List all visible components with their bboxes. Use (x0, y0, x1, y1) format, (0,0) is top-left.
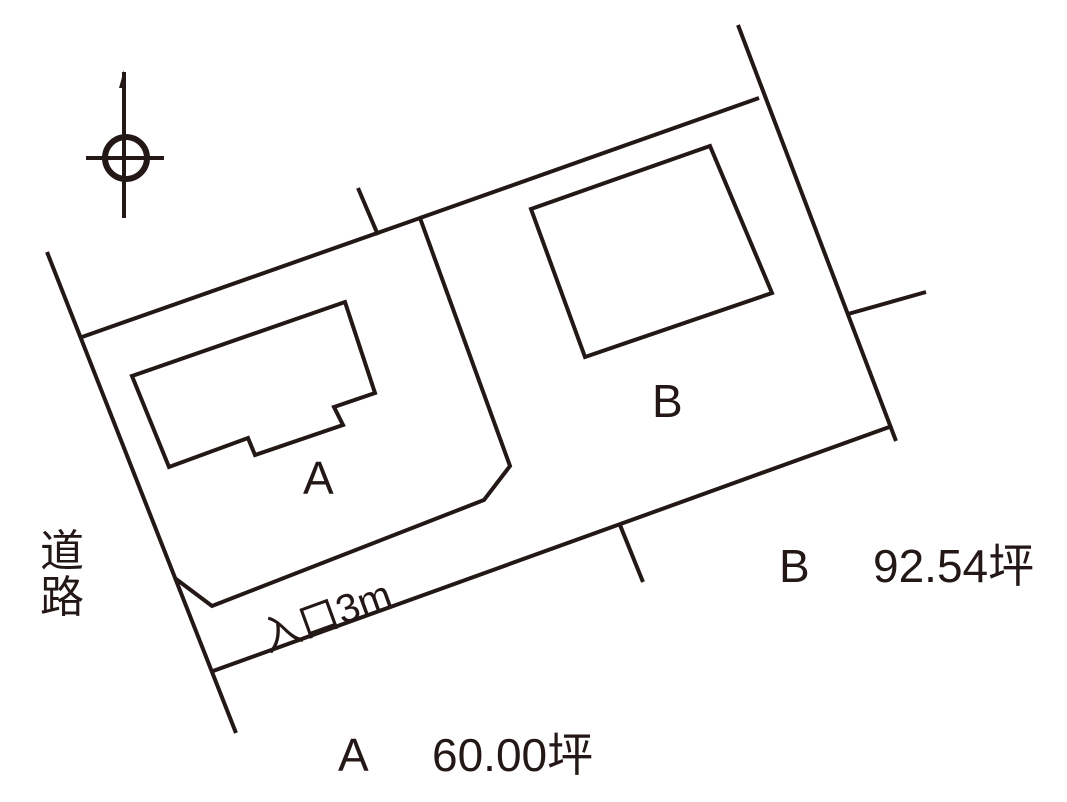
neighbor-tick-right (847, 290, 927, 316)
neighbor-tick-top (356, 187, 380, 236)
road-label-char-2: 路 (40, 573, 84, 622)
building-b-footprint (528, 143, 775, 360)
lot-b-right-boundary (736, 24, 898, 442)
area-b-value: 92.54坪 (873, 540, 1034, 592)
neighbor-tick-bottom (618, 524, 645, 583)
area-b-lot-letter: B (779, 540, 810, 592)
north-arrow-icon (86, 70, 164, 218)
road-edge-line (45, 251, 238, 734)
area-a-lot-letter: A (338, 729, 369, 781)
lot-a-boundary (81, 215, 513, 609)
entrance-label: 入口3m (255, 573, 397, 661)
entrance-strip-edge (212, 424, 893, 673)
road-label-char-1: 道 (40, 527, 84, 576)
lot-b-top-boundary (419, 96, 760, 220)
building-a-footprint (129, 299, 378, 470)
lot-b-letter: B (652, 375, 683, 427)
area-a-value: 60.00坪 (432, 729, 593, 781)
lot-a-letter: A (303, 452, 334, 504)
